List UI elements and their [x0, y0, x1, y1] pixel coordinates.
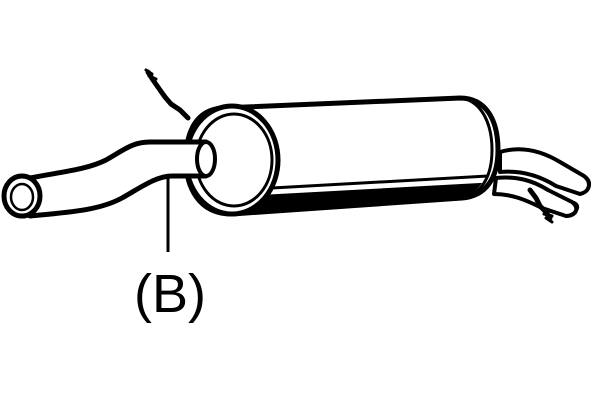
- rear-hanger: [527, 187, 554, 224]
- inlet-pipe: [1, 139, 217, 219]
- front-hanger: [144, 68, 191, 121]
- callout-b: (B): [134, 174, 206, 324]
- muffler-body: [183, 95, 501, 217]
- callout-label: (B): [134, 264, 206, 324]
